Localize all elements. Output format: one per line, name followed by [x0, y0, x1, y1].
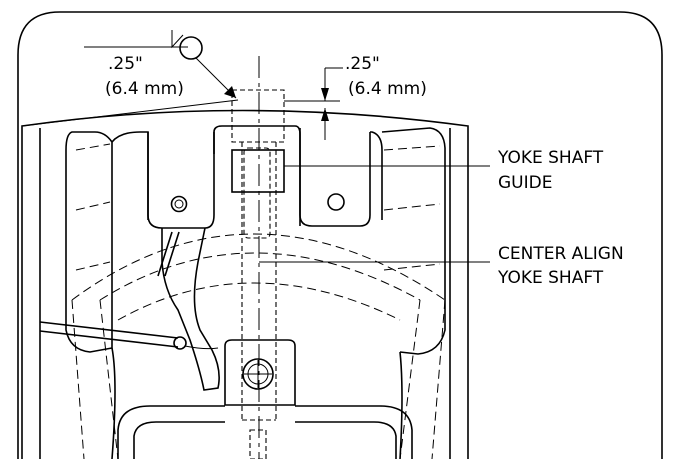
dimension-top-right: .25" (6.4 mm) — [284, 54, 427, 140]
dimension-top-left: .25" (6.4 mm) — [84, 30, 237, 99]
dimension-reference-circle — [179, 36, 203, 60]
right-bracket-hole — [327, 193, 345, 211]
lever-arm — [157, 227, 220, 391]
yoke-shaft-guide-block — [213, 125, 301, 239]
yoke-shaft — [231, 56, 285, 459]
right-bracket — [299, 128, 371, 227]
left-side-pad — [65, 131, 113, 353]
dimension-left-inches: .25" — [108, 54, 143, 74]
callout-yoke-shaft-guide-line1: YOKE SHAFT — [497, 148, 604, 168]
left-bracket — [147, 132, 215, 229]
frame-border — [17, 11, 663, 459]
left-bracket-hole — [170, 195, 188, 213]
dashed-arcs — [71, 233, 446, 460]
dimension-right-mm: (6.4 mm) — [348, 79, 427, 99]
housing-shell — [21, 99, 469, 459]
callout-yoke-shaft-guide: YOKE SHAFT GUIDE — [284, 148, 604, 193]
inner-cavity — [111, 131, 403, 460]
shaft-collar — [224, 339, 296, 406]
collar-bolt — [242, 358, 274, 390]
callout-yoke-shaft-guide-line2: GUIDE — [498, 173, 552, 193]
bottom-loop — [117, 405, 413, 460]
callout-center-align-line1: CENTER ALIGN — [498, 244, 624, 264]
dimension-right-inches: .25" — [345, 54, 380, 74]
cable-rod — [39, 321, 219, 350]
right-side-pad — [381, 127, 446, 355]
callout-center-align-line2: YOKE SHAFT — [497, 268, 604, 288]
callout-center-align: CENTER ALIGN YOKE SHAFT — [259, 244, 624, 288]
dimension-left-mm: (6.4 mm) — [105, 79, 184, 99]
